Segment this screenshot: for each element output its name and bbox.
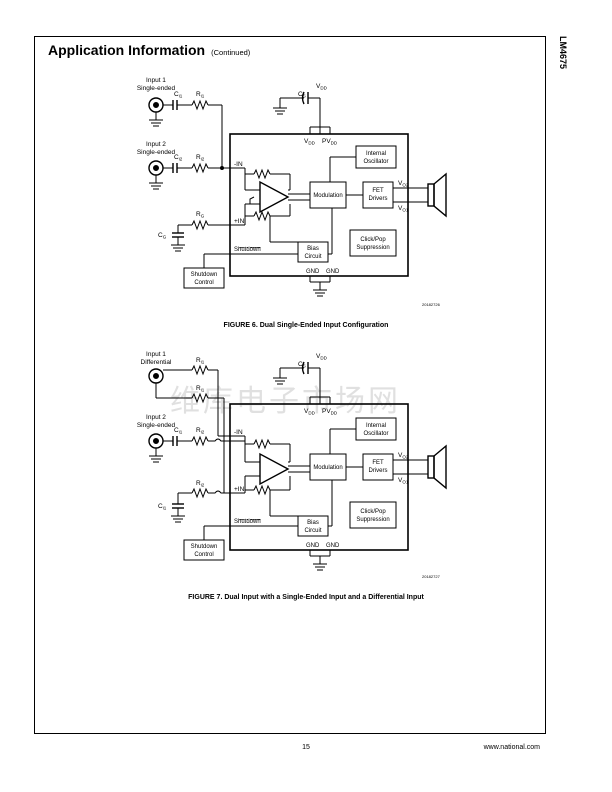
ic-outline — [229, 403, 409, 551]
in-minus-label: -IN — [234, 161, 243, 168]
cs-label: CS — [298, 361, 306, 369]
ri2a-label: Ri2 — [196, 427, 205, 435]
ic-outline — [229, 133, 409, 277]
op-amp — [259, 180, 290, 214]
input2-title: Input 2 — [146, 141, 166, 148]
vo2-label: VO2 — [398, 452, 409, 460]
ri2b-label: Ri2 — [196, 480, 205, 488]
ri1-label: Ri1 — [196, 91, 205, 99]
side-tab: LM4675 — [554, 36, 572, 76]
input1-title: Input 1 — [146, 77, 166, 84]
osc-label-1: Internal — [366, 151, 386, 157]
fet-label-1: FET — [372, 460, 384, 466]
input2-title: Input 2 — [146, 414, 166, 421]
figure-6-caption: FIGURE 6. Dual Single-Ended Input Config… — [223, 322, 389, 329]
ri1a-label: Ri1 — [196, 357, 205, 365]
input1-sub: Single-ended — [137, 85, 176, 92]
speaker — [427, 183, 435, 207]
modulation-label: Modulation — [313, 465, 342, 471]
page-number: 15 — [302, 744, 310, 751]
pvdd-pin-label: PVDD — [322, 408, 338, 416]
figure-7-caption: FIGURE 7. Dual Input with a Single-Ended… — [188, 594, 424, 601]
page-border — [34, 36, 546, 734]
clickpop-label-1: Click/Pop — [360, 509, 386, 515]
osc-label-1: Internal — [366, 423, 386, 429]
shutdown-pin-label: Shutdown — [234, 247, 261, 253]
ri2b-resistor — [191, 487, 209, 499]
section-heading: Application Information (Continued) — [48, 42, 250, 58]
vdd-pin-label: VDD — [304, 408, 316, 416]
fet-label-2: Drivers — [369, 468, 388, 474]
modulation-label: Modulation — [313, 193, 342, 199]
bias-label-1: Bias — [307, 246, 319, 252]
rg-resistor — [191, 219, 209, 231]
shutdown-ctrl-label-2: Control — [194, 280, 213, 286]
footer-website[interactable]: www.national.com — [483, 744, 540, 751]
ri1a-resistor — [191, 364, 209, 376]
bias-label-2: Circuit — [304, 254, 321, 260]
ri2-resistor — [191, 162, 209, 174]
op-amp — [259, 452, 290, 486]
ri1b-label: Ri1 — [196, 385, 205, 393]
ci-bottom-label: Ci1 — [158, 503, 167, 511]
fet-drivers-block — [362, 181, 394, 209]
vdd-top-label: VDD — [316, 83, 328, 91]
vo2-label: VO2 — [398, 180, 409, 188]
ri1b-resistor — [191, 392, 209, 404]
figure7-code: 20182727 — [422, 574, 441, 579]
in-plus-label: +IN — [234, 218, 245, 225]
clickpop-label-1: Click/Pop — [360, 237, 386, 243]
clickpop-label-2: Suppression — [356, 517, 389, 523]
bias-label-2: Circuit — [304, 528, 321, 534]
ri2a-resistor — [191, 435, 209, 447]
shutdown-ctrl-label-1: Shutdown — [191, 544, 218, 550]
vo1-label: VO1 — [398, 477, 409, 485]
ri2-label: Ri2 — [196, 154, 205, 162]
input1-title: Input 1 — [146, 351, 166, 358]
cs-label: CS — [298, 91, 306, 99]
in-minus-label: -IN — [234, 429, 243, 436]
ri1-resistor — [191, 99, 209, 111]
figure6-code: 20182726 — [422, 302, 441, 307]
shutdown-ctrl-label-2: Control — [194, 552, 213, 558]
shutdown-pin-label: Shutdown — [234, 519, 261, 525]
click-pop-block — [349, 501, 397, 529]
section-title: Application Information — [48, 42, 206, 58]
bias-circuit-block — [297, 241, 329, 263]
vdd-pin-label: VDD — [304, 138, 316, 146]
osc-label-2: Oscillator — [363, 431, 388, 437]
click-pop-block — [349, 229, 397, 257]
pvdd-pin-label: PVDD — [322, 138, 338, 146]
clickpop-label-2: Suppression — [356, 245, 389, 251]
continued-label: (Continued) — [211, 48, 251, 57]
input1-sub: Differential — [141, 359, 173, 366]
shutdown-ctrl-label-1: Shutdown — [191, 272, 218, 278]
gnd1-label: GND — [306, 543, 320, 549]
watermark-text: 维库电子市场网 — [170, 384, 401, 419]
fet-drivers-block — [362, 453, 394, 481]
gnd2-label: GND — [326, 543, 340, 549]
figure-7-schematic: Input 1 Differential Ri1 Ri1 Input 2 Sin… — [137, 351, 447, 579]
speaker — [427, 455, 435, 479]
gnd2-label: GND — [326, 269, 340, 275]
in-plus-label: +IN — [234, 486, 245, 493]
vdd-top-label: VDD — [316, 353, 328, 361]
ci2-label: Ci2 — [174, 154, 183, 162]
ci1-label: Ci1 — [174, 91, 183, 99]
fet-label-1: FET — [372, 188, 384, 194]
fet-label-2: Drivers — [369, 196, 388, 202]
part-number-tab: LM4675 — [558, 36, 568, 70]
rg-label: RG — [196, 211, 205, 219]
gnd1-label: GND — [306, 269, 320, 275]
osc-label-2: Oscillator — [363, 159, 388, 165]
cg-label: CG — [158, 232, 167, 240]
vo1-label: VO1 — [398, 205, 409, 213]
input2-sub: Single-ended — [137, 422, 176, 429]
figure-6-schematic: Input 1 Single-ended Ci1 Ri1 Input 2 Sin… — [137, 77, 447, 307]
input2-sub: Single-ended — [137, 149, 176, 156]
bias-label-1: Bias — [307, 520, 319, 526]
ci1-label: Ci1 — [174, 427, 183, 435]
